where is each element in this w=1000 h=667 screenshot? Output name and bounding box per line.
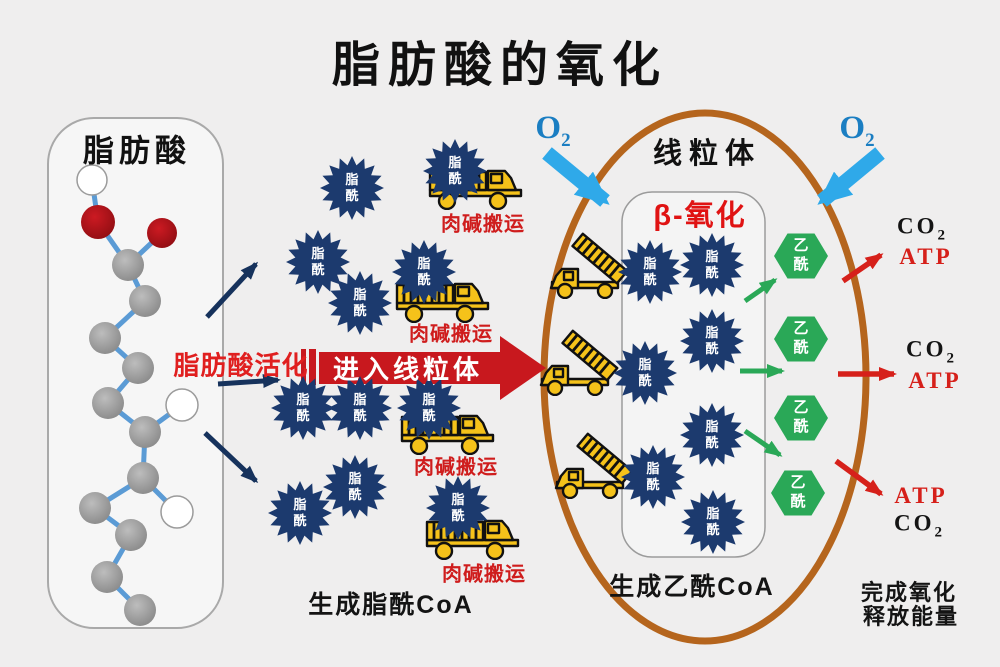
co2-label: CO2 bbox=[894, 510, 942, 541]
fatty-acyl-burst: 脂酰 bbox=[680, 233, 744, 297]
acetyl-hexagon: 乙酰 bbox=[774, 316, 828, 362]
fatty-acyl-burst: 脂酰 bbox=[392, 240, 456, 304]
fatty-acyl-burst: 脂酰 bbox=[426, 476, 490, 540]
fatty-acyl-burst: 脂酰 bbox=[328, 271, 392, 335]
carnitine-transport-label: 肉碱搬运 bbox=[441, 213, 525, 236]
activation-label: 脂肪酸活化 bbox=[173, 350, 309, 381]
acetyl-hexagon: 乙酰 bbox=[771, 470, 825, 516]
mitochondria-label: 线粒体 bbox=[652, 138, 762, 170]
fatty-acyl-burst: 脂酰 bbox=[268, 481, 332, 545]
fatty-acyl-burst: 脂酰 bbox=[621, 445, 685, 509]
fatty-acyl-burst: 脂酰 bbox=[680, 309, 744, 373]
carnitine-transport-label: 肉碱搬运 bbox=[409, 323, 493, 346]
o2-arrows bbox=[542, 147, 885, 207]
o2-label: O2 bbox=[535, 110, 571, 151]
atp-label: ATP bbox=[894, 483, 948, 508]
energy-release-caption: 释放能量 bbox=[862, 604, 960, 629]
acetyl-arrows bbox=[740, 277, 785, 458]
fatty-acid-label: 脂肪酸 bbox=[83, 133, 191, 169]
carnitine-transport-label: 肉碱搬运 bbox=[442, 563, 526, 586]
energy-arrows bbox=[834, 252, 897, 497]
fatty-acyl-burst: 脂酰 bbox=[323, 455, 387, 519]
fatty-acyl-burst: 脂酰 bbox=[271, 376, 335, 440]
acetyl-coa-caption: 生成乙酰CoA bbox=[609, 573, 775, 601]
fatty-acyl-burst: 脂酰 bbox=[397, 376, 461, 440]
fatty-acid-molecule bbox=[76, 164, 199, 626]
enter-mitochondria-arrow bbox=[301, 336, 546, 400]
atp-label: ATP bbox=[899, 244, 953, 269]
enter-mitochondria-label: 进入线粒体 bbox=[332, 354, 484, 385]
page-title: 脂肪酸的氧化 bbox=[331, 39, 669, 92]
fatty-acyl-burst: 脂酰 bbox=[423, 139, 487, 203]
fatty-acyl-burst: 脂酰 bbox=[680, 403, 744, 467]
fatty-acyl-burst: 脂酰 bbox=[618, 240, 682, 304]
acetyl-hexagon: 乙酰 bbox=[774, 395, 828, 441]
acetyl-hexagon: 乙酰 bbox=[774, 233, 828, 279]
co2-label: CO2 bbox=[906, 336, 954, 367]
fatty-acyl-burst: 脂酰 bbox=[328, 376, 392, 440]
atp-label: ATP bbox=[908, 368, 962, 393]
acyl-coa-caption: 生成脂酰CoA bbox=[308, 591, 474, 619]
fatty-acyl-burst: 脂酰 bbox=[613, 341, 677, 405]
beta-oxidation-label: β-氧化 bbox=[653, 200, 747, 232]
co2-label: CO2 bbox=[897, 213, 945, 244]
fatty-acyl-burst: 脂酰 bbox=[681, 490, 745, 554]
fatty-acyl-burst: 脂酰 bbox=[320, 156, 384, 220]
o2-label: O2 bbox=[839, 110, 875, 151]
oxidation-complete-caption: 完成氧化 bbox=[860, 580, 958, 605]
carnitine-transport-label: 肉碱搬运 bbox=[414, 456, 498, 479]
activation-arrows bbox=[203, 261, 281, 484]
